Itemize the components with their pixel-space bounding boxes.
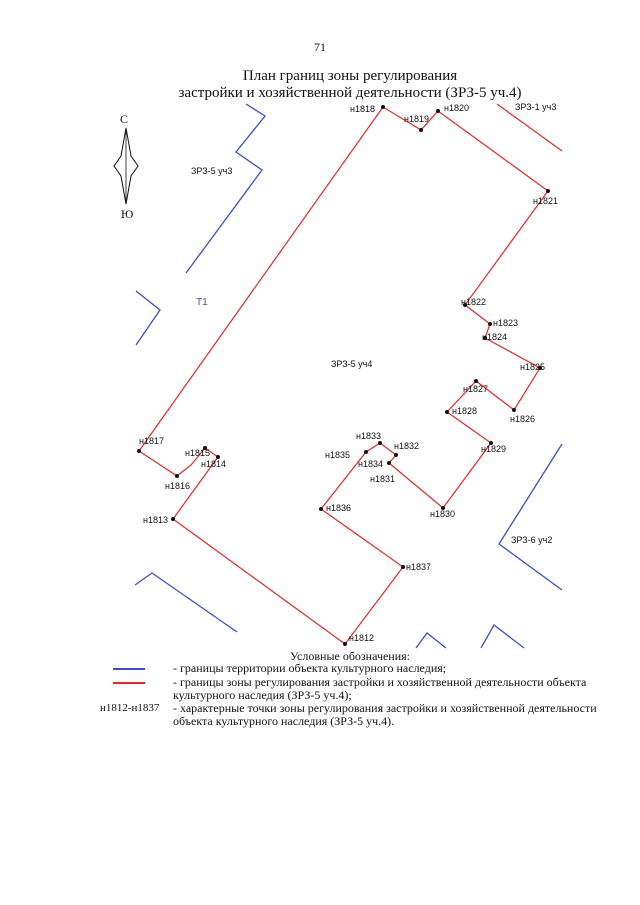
label-n1812: н1812 bbox=[349, 633, 374, 643]
label-n1820: н1820 bbox=[444, 103, 469, 113]
heritage-borders bbox=[134, 103, 563, 649]
label-n1826: н1826 bbox=[510, 414, 535, 424]
label-n1822: н1822 bbox=[461, 297, 486, 307]
point-n1832 bbox=[394, 453, 398, 457]
point-n1824 bbox=[483, 336, 487, 340]
point-n1831 bbox=[387, 461, 391, 465]
legend-code-points: н1812-н1837 bbox=[100, 702, 160, 714]
heritage-border-s2 bbox=[480, 624, 525, 649]
point-n1834 bbox=[364, 450, 368, 454]
point-n1817 bbox=[137, 449, 141, 453]
legend-title: Условные обозначения: bbox=[289, 649, 411, 663]
label-n1833: н1833 bbox=[356, 431, 381, 441]
heritage-border-s1 bbox=[415, 632, 447, 649]
label-n1821: н1821 bbox=[533, 196, 558, 206]
point-n1814 bbox=[216, 455, 220, 459]
zone-label-zrz1-u3: ЗРЗ-1 уч3 bbox=[515, 102, 556, 112]
label-n1823: н1823 bbox=[493, 318, 518, 328]
label-n1827: н1827 bbox=[463, 384, 488, 394]
map-title-line-2: застройки и хозяйственной деятельности (… bbox=[178, 85, 522, 101]
legend-text-zone: - границы зоны регулирования застройки и… bbox=[173, 675, 587, 702]
heritage-border-sw bbox=[134, 572, 238, 633]
label-n1816: н1816 bbox=[165, 481, 190, 491]
point-n1836 bbox=[319, 507, 323, 511]
point-n1822 bbox=[463, 303, 467, 307]
zone-labels: ЗРЗ-5 уч3 ЗРЗ-1 уч3 ЗРЗ-5 уч4 ЗРЗ-6 уч2 … bbox=[191, 102, 556, 545]
compass-south-label: Ю bbox=[121, 207, 133, 221]
point-labels: н1812 н1813 н1814 н1815 н1816 н1817 н181… bbox=[139, 103, 558, 643]
point-n1816 bbox=[175, 474, 179, 478]
heritage-border-se bbox=[498, 443, 563, 591]
heritage-border-nw bbox=[185, 103, 266, 274]
point-n1829 bbox=[489, 441, 493, 445]
point-n1812 bbox=[343, 642, 347, 646]
map-title: План границ зоны регулирования застройки… bbox=[0, 68, 640, 102]
point-n1828 bbox=[445, 410, 449, 414]
label-n1837: н1837 bbox=[406, 562, 431, 572]
boundary-points bbox=[137, 105, 550, 646]
point-n1830 bbox=[441, 506, 445, 510]
label-n1830: н1830 bbox=[430, 509, 455, 519]
point-n1820 bbox=[436, 109, 440, 113]
legend-swatch-blue bbox=[113, 668, 145, 670]
point-n1825 bbox=[538, 366, 542, 370]
point-n1818 bbox=[381, 105, 385, 109]
point-n1821 bbox=[546, 189, 550, 193]
legend-swatch-red bbox=[113, 682, 145, 684]
zone-border-main bbox=[138, 106, 549, 645]
label-n1824: н1824 bbox=[482, 332, 507, 342]
label-n1835: н1835 bbox=[325, 450, 350, 460]
label-n1834: н1834 bbox=[358, 459, 383, 469]
point-n1826 bbox=[512, 408, 516, 412]
label-n1828: н1828 bbox=[452, 406, 477, 416]
label-n1829: н1829 bbox=[481, 444, 506, 454]
zone-label-zrz5-u4: ЗРЗ-5 уч4 bbox=[331, 359, 372, 369]
north-arrow: С Ю bbox=[113, 112, 139, 221]
point-n1823 bbox=[488, 322, 492, 326]
label-n1831: н1831 bbox=[370, 474, 395, 484]
page-number: 71 bbox=[314, 40, 326, 54]
label-n1832: н1832 bbox=[394, 441, 419, 451]
label-n1814: н1814 bbox=[201, 459, 226, 469]
label-n1819: н1819 bbox=[404, 114, 429, 124]
point-n1815 bbox=[203, 446, 207, 450]
legend-text-heritage: - границы территории объекта культурного… bbox=[173, 661, 447, 675]
map-title-line-1: План границ зоны регулирования bbox=[242, 68, 458, 84]
point-n1813 bbox=[171, 517, 175, 521]
legend-text-points: - характерные точки зоны регулирования з… bbox=[173, 701, 597, 728]
label-n1817: н1817 bbox=[139, 436, 164, 446]
label-n1836: н1836 bbox=[326, 503, 351, 513]
label-n1825: н1825 bbox=[520, 362, 545, 372]
zone-border-zrz1 bbox=[496, 103, 563, 152]
zone-label-t1: Т1 bbox=[196, 297, 208, 308]
point-n1837 bbox=[401, 565, 405, 569]
label-n1818: н1818 bbox=[350, 104, 375, 114]
label-n1813: н1813 bbox=[143, 515, 168, 525]
compass-north-label: С bbox=[120, 112, 128, 126]
point-n1819 bbox=[419, 128, 423, 132]
zone-label-zrz5-u3: ЗРЗ-5 уч3 bbox=[191, 166, 232, 176]
point-n1833 bbox=[378, 441, 382, 445]
heritage-border-w bbox=[135, 290, 161, 346]
zone-label-zrz6-u2: ЗРЗ-6 уч2 bbox=[511, 535, 552, 545]
label-n1815: н1815 bbox=[185, 448, 210, 458]
point-n1827 bbox=[474, 379, 478, 383]
